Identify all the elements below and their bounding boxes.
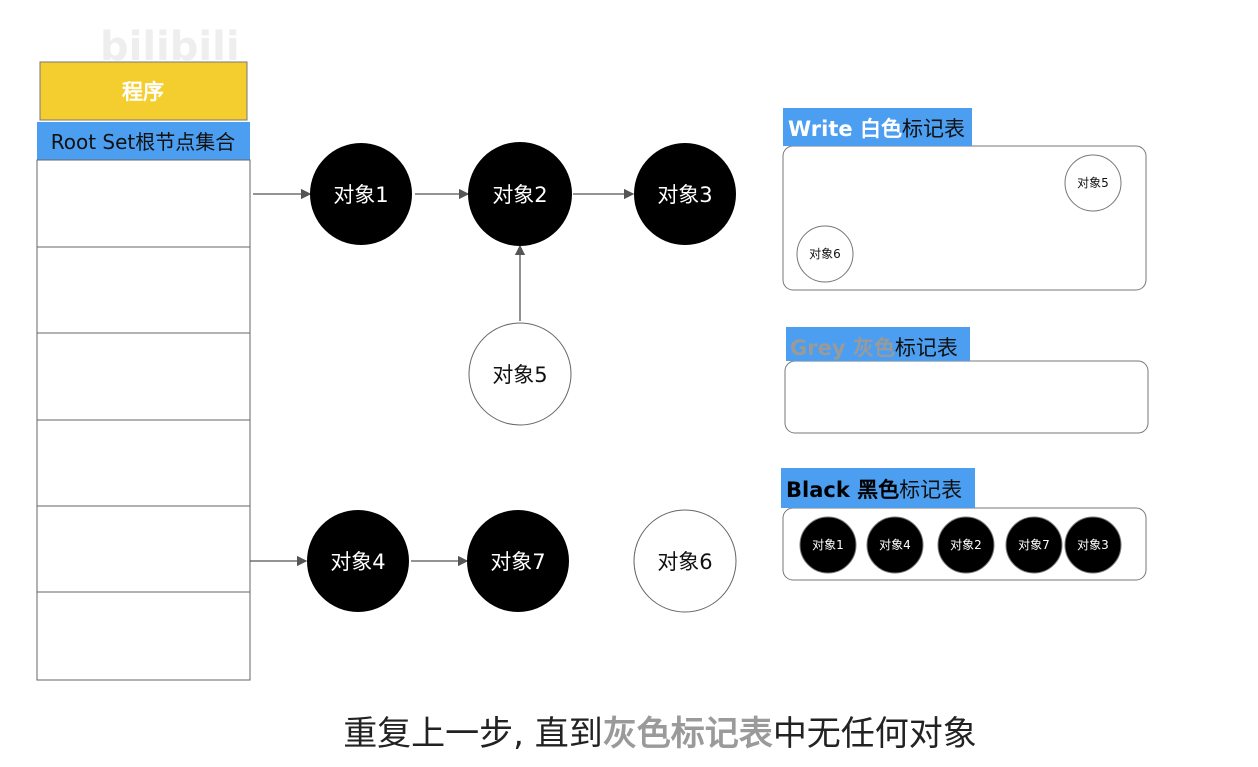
white-item-label: 对象6: [809, 247, 841, 261]
black-item-obj3: [1064, 516, 1122, 574]
root-set-slots: [36, 159, 251, 681]
node-obj7: [467, 510, 569, 612]
black-item-obj2: [937, 516, 995, 574]
black-item-obj7: [1005, 516, 1063, 574]
black-table-title: Black 黑色标记表: [786, 478, 962, 502]
black-table-header: [781, 468, 975, 508]
node-obj5: [468, 322, 572, 426]
node-obj1: [310, 143, 412, 245]
node-obj3-label: 对象3: [657, 183, 712, 207]
caption: 重复上一步, 直到灰色标记表中无任何对象: [343, 714, 977, 754]
node-obj5-label: 对象5: [492, 363, 547, 387]
node-obj3: [634, 143, 736, 245]
program-label: 程序: [122, 80, 164, 104]
root-slot: [36, 246, 251, 334]
white-item-obj6: [796, 225, 854, 283]
root-slot: [36, 591, 251, 681]
node-obj7-label: 对象7: [490, 550, 545, 574]
black-item-label: 对象4: [879, 538, 911, 552]
root-slot: [36, 332, 251, 421]
node-obj4: [307, 510, 409, 612]
root-slot: [36, 419, 251, 507]
black-item-label: 对象2: [950, 538, 982, 552]
white-table-title: Write 白色标记表: [788, 117, 965, 141]
program-box: [39, 61, 248, 121]
reference-arrows: [250, 188, 635, 567]
black-item-obj1: [799, 516, 857, 574]
root-slot: [36, 159, 251, 248]
node-obj1-label: 对象1: [333, 183, 388, 207]
node-obj6-label: 对象6: [657, 550, 712, 574]
root-slot: [36, 505, 251, 593]
node-obj2-label: 对象2: [492, 183, 547, 207]
root-set-header: [37, 122, 250, 160]
white-table-header: [783, 108, 972, 146]
node-obj2: [468, 142, 572, 246]
black-item-label: 对象1: [812, 538, 844, 552]
grey-table-title: Grey 灰色标记表: [790, 336, 958, 360]
node-obj6: [633, 509, 737, 613]
root-set-label: Root Set根节点集合: [51, 130, 236, 154]
black-item-label: 对象7: [1018, 538, 1050, 552]
white-item-label: 对象5: [1077, 176, 1109, 190]
node-obj4-label: 对象4: [330, 550, 385, 574]
grey-table-box: [784, 360, 1149, 434]
grey-table-header: [786, 327, 970, 361]
black-item-obj4: [866, 516, 924, 574]
black-item-label: 对象3: [1077, 538, 1109, 552]
white-item-obj5: [1064, 154, 1122, 212]
